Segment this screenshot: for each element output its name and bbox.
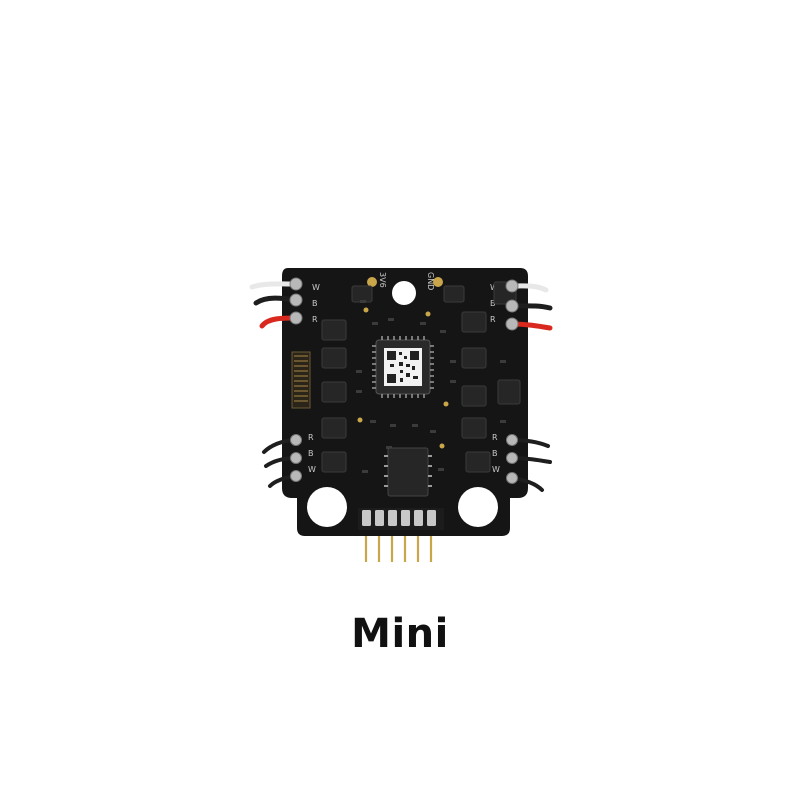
- product-caption: Mini: [351, 611, 449, 657]
- silkscreen-r-left: R: [312, 315, 318, 324]
- silkscreen-b-left-bottom: B: [308, 449, 314, 458]
- passive-components: [356, 300, 506, 473]
- gold-pad: [357, 417, 363, 423]
- silkscreen-r-left-bottom: R: [308, 433, 314, 442]
- gold-pad: [425, 311, 431, 317]
- mounting-hole-bottom-right: [458, 487, 498, 527]
- solder-joints: [289, 277, 519, 484]
- qr-code: [387, 351, 419, 383]
- svg-text:3V6: 3V6: [378, 272, 387, 288]
- mosfet-chips: [321, 281, 521, 473]
- silkscreen-gnd: GND: [426, 272, 435, 290]
- silkscreen-w-right-bottom: W: [492, 465, 500, 474]
- ribbon-connector: [291, 351, 311, 409]
- silkscreen-b-right-bottom: B: [492, 449, 498, 458]
- silkscreen-b-left: B: [312, 299, 318, 308]
- connector-pins: [294, 355, 308, 402]
- silkscreen-r-right-bottom: R: [492, 433, 498, 442]
- svg-text:GND: GND: [426, 272, 435, 290]
- silkscreen-b-right: B: [490, 299, 496, 308]
- mcu-pins: [372, 336, 434, 398]
- gold-pad: [439, 443, 445, 449]
- gold-pad: [363, 307, 369, 313]
- silkscreen-w-left-bottom: W: [308, 465, 316, 474]
- mounting-hole-bottom-left: [307, 487, 347, 527]
- soic-chip: [387, 447, 429, 497]
- silkscreen-w-left: W: [312, 283, 320, 292]
- silkscreen-3v6: 3V6: [378, 272, 387, 288]
- gold-pad: [367, 277, 377, 287]
- header-pins: [358, 508, 444, 562]
- soic-pins: [384, 455, 432, 487]
- mounting-hole-top: [392, 281, 416, 305]
- silkscreen-r-right: R: [490, 315, 496, 324]
- gold-pad: [443, 401, 449, 407]
- gold-pad: [433, 277, 443, 287]
